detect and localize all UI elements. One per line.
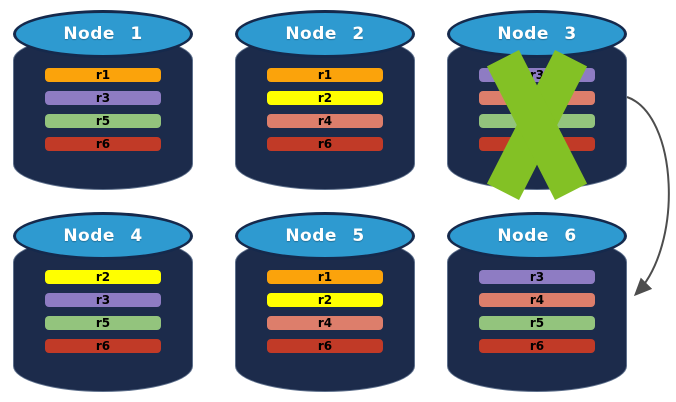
replica-label: r4: [317, 114, 333, 128]
cylinder-body: [235, 236, 415, 392]
replica-bar-r6: r6: [267, 137, 383, 151]
replica-bar-r4: r4: [267, 316, 383, 330]
replica-label: r2: [317, 293, 333, 307]
replica-list: r1 r2 r4 r6: [267, 270, 383, 362]
replica-label: r6: [529, 339, 545, 353]
replica-label: r1: [317, 68, 333, 82]
replica-bar-r2: r2: [45, 270, 161, 284]
cylinder-body: [13, 34, 193, 190]
replica-bar-r1: r1: [45, 68, 161, 82]
replica-label: r3: [95, 91, 111, 105]
replica-label: r6: [317, 339, 333, 353]
replica-bar-r5: r5: [479, 316, 595, 330]
node-2: Node 2 r1 r2 r4 r6: [235, 10, 415, 190]
replica-label: r1: [317, 270, 333, 284]
replica-label: r2: [95, 270, 111, 284]
cylinder-body: [13, 236, 193, 392]
replica-label: r3: [529, 270, 545, 284]
node-4: Node 4 r2 r3 r5 r6: [13, 212, 193, 392]
replica-bar-r3: r3: [479, 270, 595, 284]
replica-bar-r5: r5: [45, 316, 161, 330]
replica-bar-r6: r6: [479, 339, 595, 353]
cylinder-top: Node 4: [13, 212, 193, 260]
node-title: Node 5: [285, 226, 365, 246]
node-title: Node 1: [63, 24, 143, 44]
replica-label: r6: [317, 137, 333, 151]
replica-label: r4: [529, 293, 545, 307]
replica-label: r5: [529, 316, 545, 330]
replica-bar-r2: r2: [267, 91, 383, 105]
cylinder-top: Node 1: [13, 10, 193, 58]
replica-label: r6: [95, 137, 111, 151]
cylinder-body: [235, 34, 415, 190]
replica-bar-r6: r6: [267, 339, 383, 353]
replica-list: r3 r4 r5 r6: [479, 270, 595, 362]
replica-bar-r4: r4: [267, 114, 383, 128]
node-title: Node 4: [63, 226, 143, 246]
node-title: Node 3: [497, 24, 577, 44]
node-5: Node 5 r1 r2 r4 r6: [235, 212, 415, 392]
replica-label: r5: [95, 114, 111, 128]
replica-bar-r6: r6: [45, 339, 161, 353]
replica-label: r4: [317, 316, 333, 330]
node-1: Node 1 r1 r3 r5 r6: [13, 10, 193, 190]
cylinder-top: Node 6: [447, 212, 627, 260]
replica-bar-r6: r6: [45, 137, 161, 151]
cylinder-top: Node 3: [447, 10, 627, 58]
replica-bar-r2: r2: [267, 293, 383, 307]
cylinder-top: Node 5: [235, 212, 415, 260]
replica-label: r1: [95, 68, 111, 82]
node-title: Node 2: [285, 24, 365, 44]
replica-list: r1 r2 r4 r6: [267, 68, 383, 160]
replica-bar-r5: r5: [45, 114, 161, 128]
replica-label: r2: [317, 91, 333, 105]
replica-list: r1 r3 r5 r6: [45, 68, 161, 160]
replica-label: r6: [95, 339, 111, 353]
replica-bar-r4: r4: [479, 293, 595, 307]
node-title: Node 6: [497, 226, 577, 246]
cylinder-body: [447, 236, 627, 392]
cylinder-top: Node 2: [235, 10, 415, 58]
replica-label: r5: [95, 316, 111, 330]
replica-label: r3: [95, 293, 111, 307]
node-6: Node 6 r3 r4 r5 r6: [447, 212, 627, 392]
replica-list: r2 r3 r5 r6: [45, 270, 161, 362]
replica-bar-r3: r3: [45, 91, 161, 105]
replica-bar-r3: r3: [45, 293, 161, 307]
replica-bar-r1: r1: [267, 68, 383, 82]
replica-bar-r1: r1: [267, 270, 383, 284]
